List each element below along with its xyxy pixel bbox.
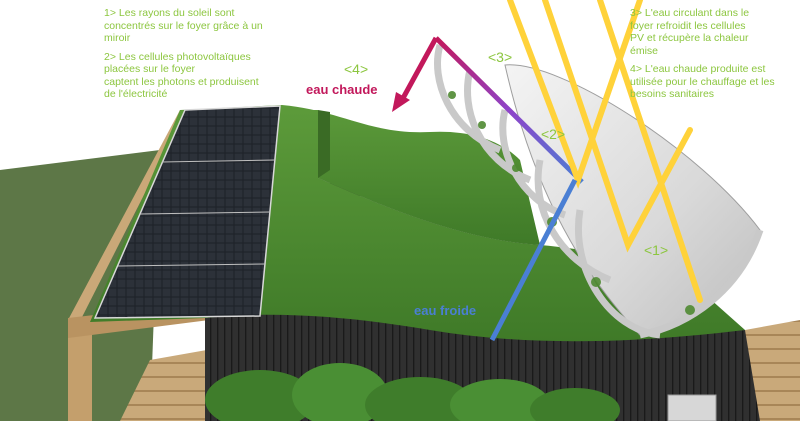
green-roof-ridge (318, 110, 330, 178)
step-tag-2: <2> (541, 126, 566, 142)
wall-vent (667, 394, 717, 421)
green-roof-back (180, 105, 540, 245)
pv-panel-array (93, 105, 281, 319)
note-step-4: 4> L'eau chaude produite est utilisée po… (630, 63, 775, 100)
sun-rays (507, 0, 703, 303)
hot-water-label: eau chaude (306, 82, 378, 97)
foreground-plants (205, 363, 620, 421)
step-tag-4: <4> (344, 61, 369, 77)
note-step-2: 2> Les cellules photovoltaïques placées … (104, 50, 259, 101)
explanation-left: 1> Les rayons du soleil sont concentrés … (104, 7, 324, 107)
cold-water-label: eau froide (414, 303, 477, 318)
timber-frame (68, 110, 186, 325)
hot-water-arrow (392, 36, 439, 112)
background-lawn (0, 150, 160, 421)
cold-water-arrow (489, 178, 578, 342)
step-tag-1: <1> (644, 242, 669, 258)
note-step-1: 1> Les rayons du soleil sont concentrés … (104, 7, 263, 44)
step-tag-3: <3> (488, 49, 513, 65)
mirror-support-lattice (434, 44, 764, 339)
note-step-3: 3> L'eau circulant dans le foyer refroid… (630, 7, 750, 57)
explanation-right: 3> L'eau circulant dans le foyer refroid… (630, 7, 800, 107)
